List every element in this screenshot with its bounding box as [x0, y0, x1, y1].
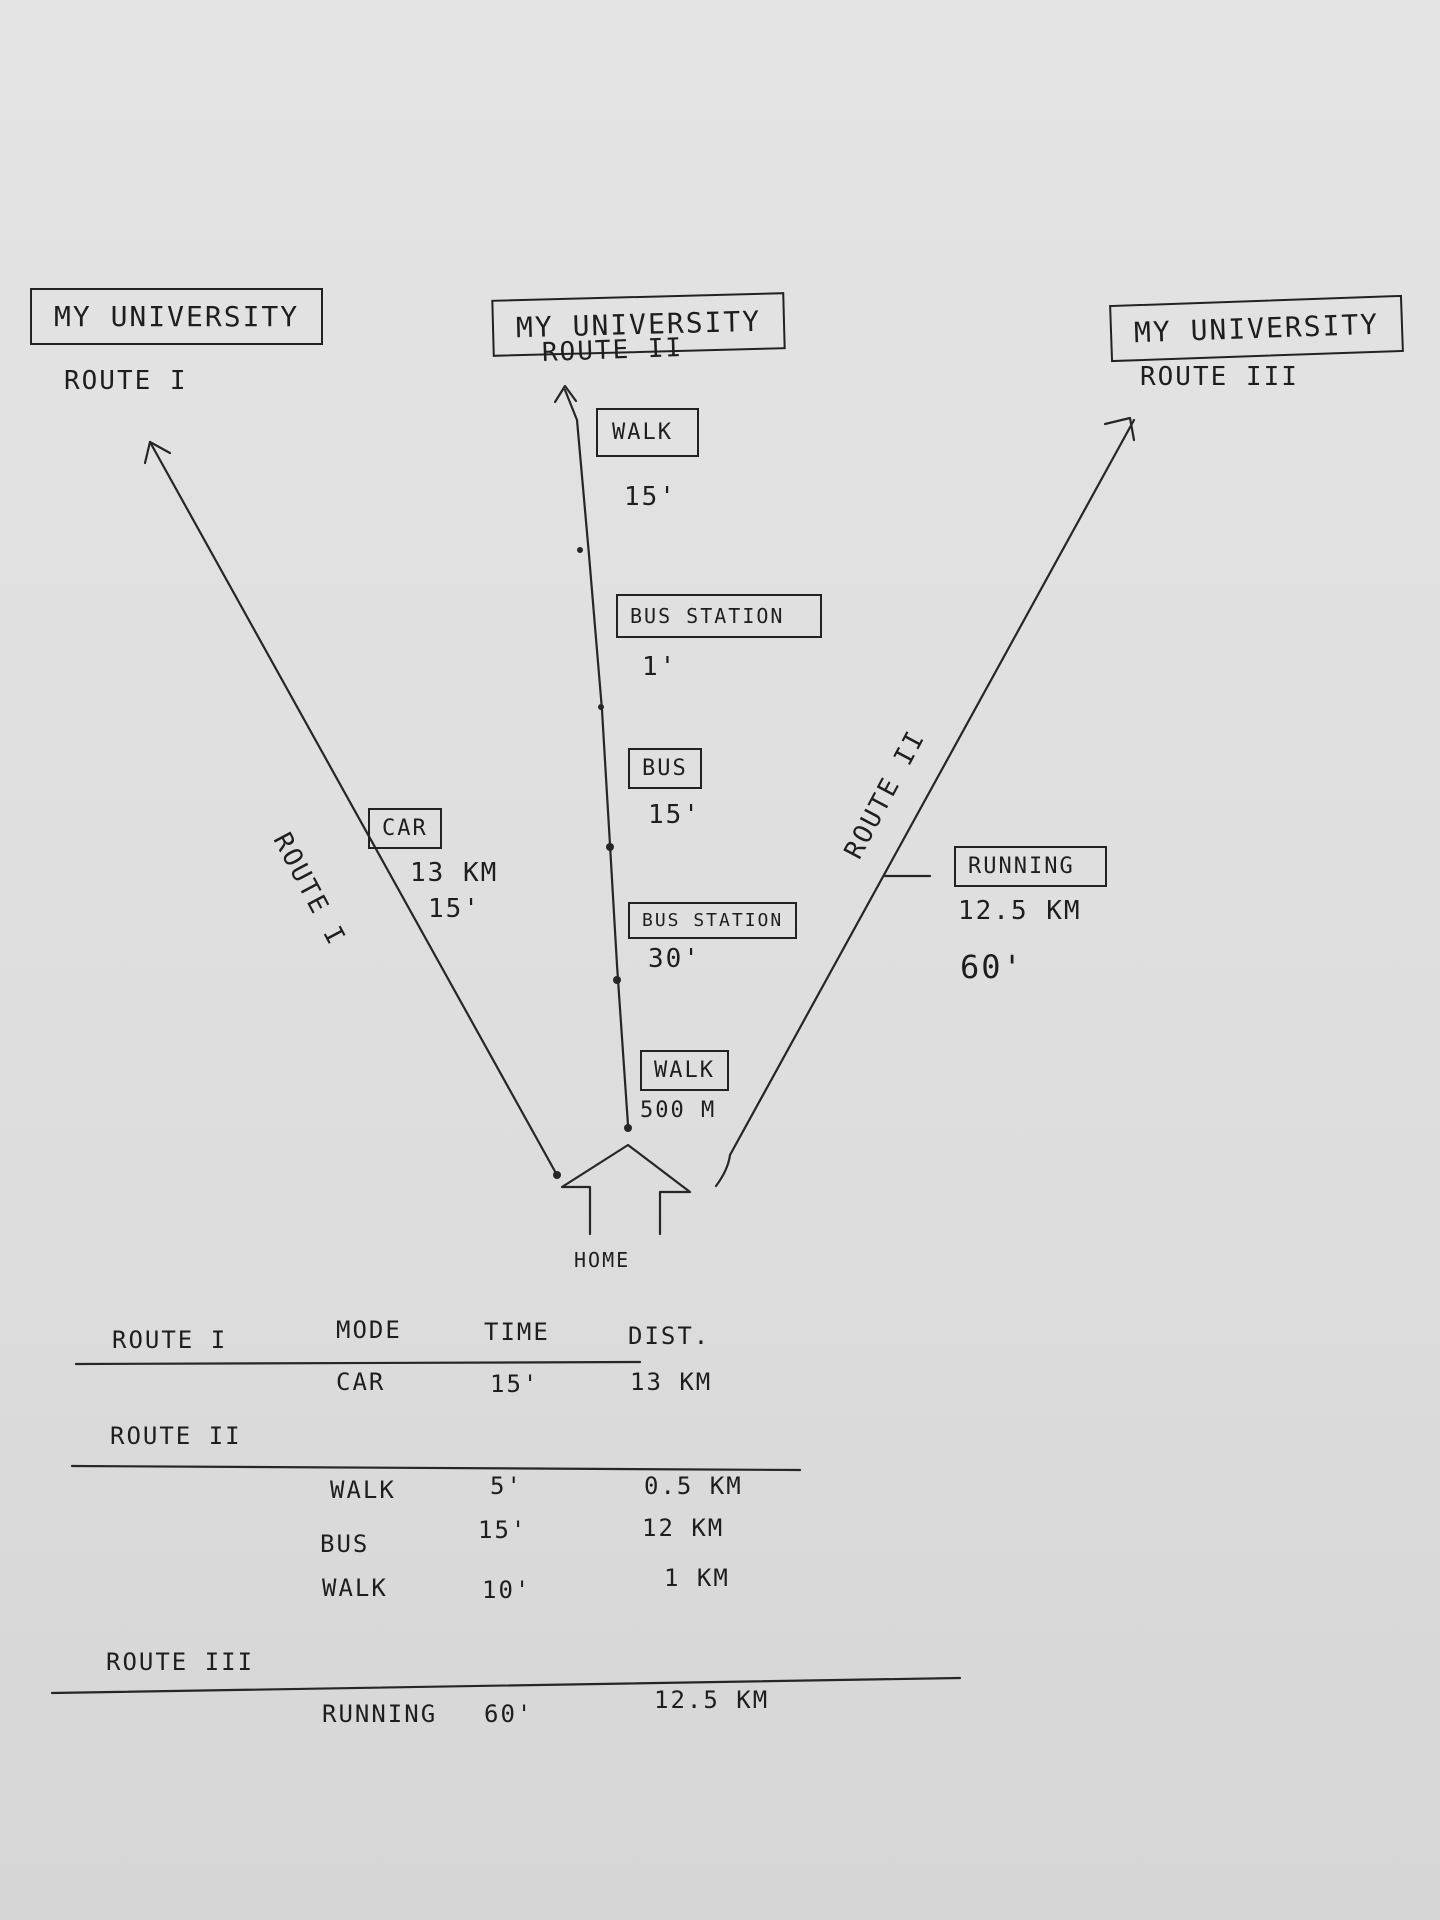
route-1-time: 15'	[428, 894, 481, 924]
route-3-mode-box: RUNNING	[954, 846, 1107, 887]
table-row-mode: RUNNING	[322, 1700, 438, 1728]
route-2-leg-bus-value: 15'	[648, 800, 701, 830]
route-1-distance: 13 KM	[410, 858, 499, 888]
route-1-line	[148, 440, 559, 1177]
route-2-leg-bus-station-2-value: 1'	[642, 652, 678, 682]
route-3-time: 60'	[960, 948, 1024, 986]
table-rule-route-1	[74, 1360, 642, 1366]
table-rule-route-2	[70, 1464, 802, 1472]
route-1-mode-box: CAR	[368, 808, 442, 849]
route-3-arrowhead	[1103, 416, 1136, 442]
destination-box-route-1: MY UNIVERSITY	[30, 288, 324, 345]
route-2-leg-walk-2-box: WALK	[596, 408, 699, 457]
home-icon	[560, 1143, 692, 1236]
route-2-leg-bus-station-2-box: BUS STATION	[616, 594, 823, 638]
table-section-route-3: ROUTE III	[106, 1648, 255, 1676]
route-2-leg-bus-station-box: BUS STATION	[628, 902, 798, 939]
route-2-leg-walk-value: 500 M	[640, 1098, 717, 1123]
table-row-mode: WALK	[322, 1574, 388, 1602]
route-3-line	[714, 418, 1136, 1188]
table-header-time: TIME	[484, 1318, 550, 1346]
route-1-title: ROUTE I	[64, 366, 188, 396]
route-2-leg-walk-2-value: 15'	[624, 482, 677, 512]
route-2-stop	[624, 1124, 632, 1132]
route-2-arrowhead	[553, 384, 578, 404]
table-row-dist: 1 KM	[664, 1564, 730, 1592]
table-row-dist: 0.5 KM	[644, 1472, 743, 1500]
table-header-mode: MODE	[336, 1316, 402, 1344]
table-row-mode: BUS	[320, 1530, 370, 1558]
table-row-dist: 12 KM	[642, 1514, 725, 1542]
table-row-mode: CAR	[336, 1368, 386, 1396]
route-1-arrowhead	[143, 440, 172, 465]
table-row-mode: WALK	[330, 1476, 396, 1504]
route-2-leg-bus-station-value: 30'	[648, 944, 701, 974]
destination-box-route-3: MY UNIVERSITY	[1109, 294, 1405, 363]
route-3-title: ROUTE III	[1140, 362, 1299, 392]
route-2-stop	[598, 704, 604, 710]
route-2-stop	[606, 843, 614, 851]
table-row-time: 15'	[490, 1370, 540, 1398]
table-row-time: 10'	[482, 1576, 532, 1604]
table-row-time: 5'	[490, 1472, 523, 1500]
table-header-dist: DIST.	[628, 1322, 711, 1350]
table-rule-route-3	[50, 1676, 962, 1695]
home-label: HOME	[574, 1248, 631, 1272]
route-3-distance: 12.5 KM	[958, 896, 1082, 926]
table-row-dist: 13 KM	[630, 1368, 713, 1396]
table-row-dist: 12.5 KM	[654, 1686, 770, 1714]
route-2-stop	[577, 547, 583, 553]
route-2-title: ROUTE II	[541, 333, 684, 368]
home-node	[553, 1171, 561, 1179]
route-2-line	[563, 388, 630, 1127]
table-section-route-2: ROUTE II	[110, 1422, 242, 1450]
table-section-route-1: ROUTE I	[112, 1326, 228, 1354]
table-row-time: 15'	[478, 1516, 528, 1544]
route-2-leg-bus-box: BUS	[628, 748, 702, 789]
table-row-time: 60'	[484, 1700, 534, 1728]
route-2-leg-walk-box: WALK	[640, 1050, 729, 1091]
route-2-stop	[613, 976, 621, 984]
